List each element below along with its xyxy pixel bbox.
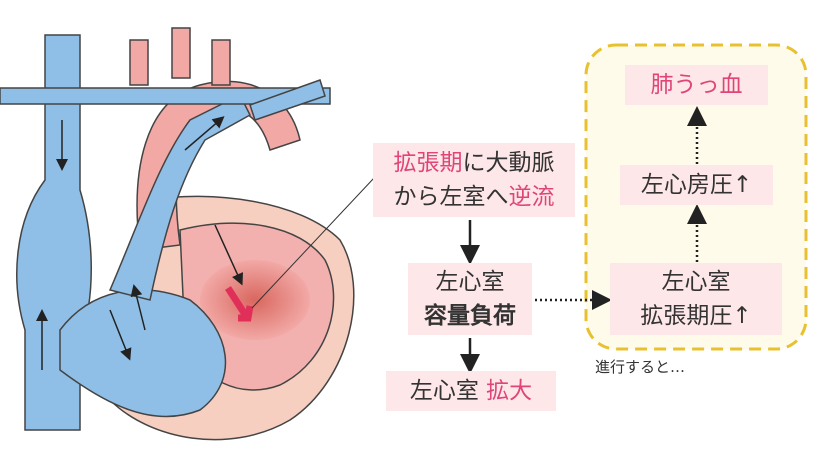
result-highlight: 拡大: [486, 378, 533, 404]
regurgitation-arrow-icon: [225, 286, 254, 322]
cause-text: に大動脈: [462, 150, 555, 176]
congestion-box: 肺うっ血: [625, 65, 768, 105]
heart-illustration: [0, 27, 355, 441]
flow-connectors: [460, 106, 707, 374]
lv-pressure-line2: 拡張期圧↑: [640, 303, 752, 329]
cause-highlight: 逆流: [508, 184, 555, 210]
result-text: 左心室: [409, 378, 479, 404]
la-pressure-box: 左心房圧↑: [620, 165, 773, 205]
lv-pressure-box: 左心室 拡張期圧↑: [610, 263, 782, 335]
cause-box: 拡張期に大動脈 から左室へ逆流: [373, 143, 575, 217]
lv-pressure-line1: 左心室: [661, 269, 731, 295]
result-box: 左心室 拡大: [386, 371, 556, 411]
cause-highlight: 拡張期: [393, 150, 463, 176]
load-line1: 左心室: [435, 269, 505, 295]
flow-arrows: [36, 116, 243, 370]
cause-text: から左室へ: [393, 184, 509, 210]
leader-line: [251, 177, 375, 309]
load-line2: 容量負荷: [424, 303, 516, 329]
volume-load-box: 左心室 容量負荷: [408, 263, 532, 335]
progression-note: 進行すると…: [595, 358, 686, 376]
